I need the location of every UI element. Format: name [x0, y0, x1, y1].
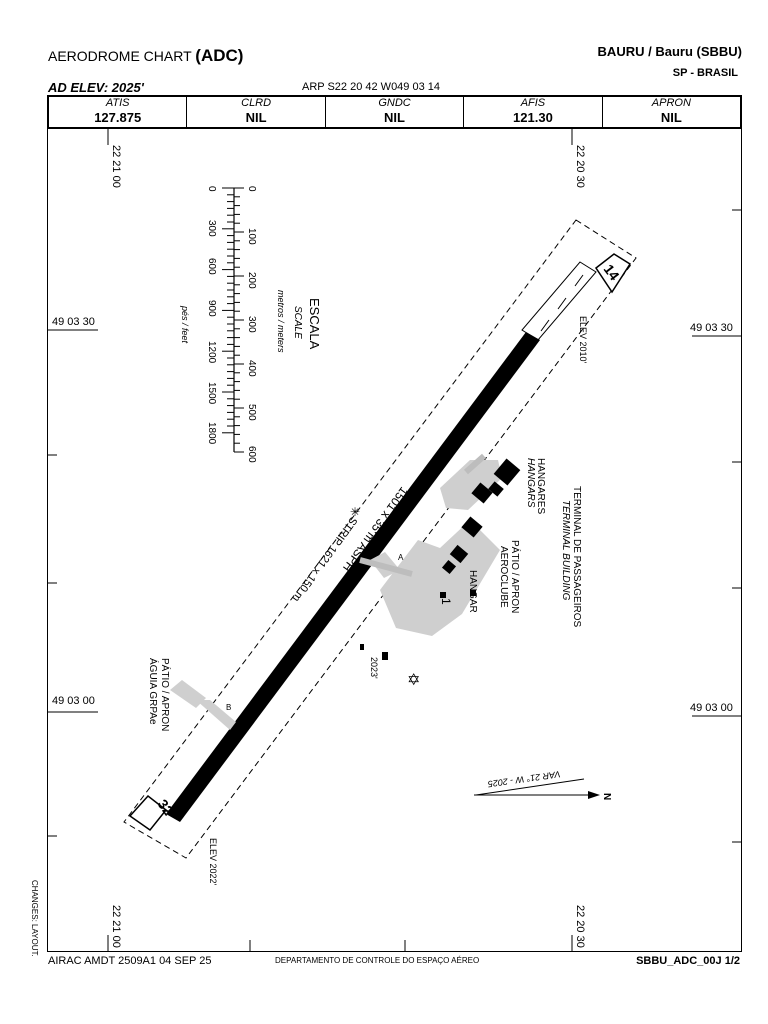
lat-top-left: 22 21 00 — [110, 145, 122, 188]
freq-value: NIL — [384, 110, 405, 125]
buildings — [360, 458, 521, 660]
department-label: DEPARTAMENTO DE CONTROLE DO ESPAÇO AÉREO — [275, 956, 480, 965]
freq-gndc: GNDC NIL — [326, 97, 465, 127]
north-arrow: VAR 21° W - 2025 N — [474, 769, 612, 800]
scale-m-tick: 200 — [246, 272, 257, 289]
scale-m-tick: 500 — [246, 404, 257, 421]
freq-value: 127.875 — [94, 110, 142, 125]
variation-label: VAR 21° W - 2025 — [486, 769, 561, 789]
scale-ft-tick: 900 — [206, 300, 217, 317]
freq-clrd: CLRD NIL — [187, 97, 326, 127]
hangars-label: HANGARS — [525, 458, 536, 508]
lat-bottom-right: 22 20 30 — [574, 905, 586, 948]
terminal-pt-label: TERMINAL DE PASSAGEIROS — [571, 486, 582, 627]
scale-ft-tick: 600 — [206, 258, 217, 275]
patio-aguia-label-1: PÁTIO / APRON — [159, 658, 172, 731]
runway-designator-14: 14 — [594, 253, 632, 294]
north-label: N — [601, 793, 612, 800]
freq-name: APRON — [651, 97, 691, 109]
freq-name: GNDC — [378, 97, 411, 109]
freq-value: NIL — [660, 110, 682, 125]
freq-afis: AFIS 121.30 — [464, 97, 603, 127]
scale-ft-tick: 1200 — [206, 341, 217, 364]
changes-note: CHANGES: LAYOUT. — [30, 880, 39, 957]
patio-aeroclube-label-2: AEROCLUBE — [498, 546, 509, 608]
freq-apron: APRON NIL — [603, 97, 740, 127]
lon-left-upper: 49 03 30 — [52, 316, 95, 328]
chart-title-code: (ADC) — [195, 46, 244, 65]
apron-aguia — [170, 680, 236, 730]
scale-m-tick: 300 — [246, 316, 257, 333]
runway-14-32 — [166, 332, 540, 822]
scale-m-tick: 400 — [246, 360, 257, 377]
patio-aeroclube-label-1: PÁTIO / APRON — [509, 540, 522, 613]
freq-value: NIL — [245, 110, 267, 125]
runway-designator-32: 32 — [128, 794, 177, 832]
terminal-en-label: TERMINAL BUILDING — [560, 500, 571, 601]
grid-ticks — [47, 128, 742, 952]
chart-title-prefix: AERODROME CHART — [48, 48, 192, 64]
frequency-table: ATIS 127.875 CLRD NIL GNDC NIL AFIS 121.… — [47, 95, 742, 129]
scale-ft-tick: 300 — [206, 220, 217, 237]
lat-top-right: 22 20 30 — [574, 145, 586, 188]
freq-name: CLRD — [241, 97, 272, 109]
arrow-markings — [540, 274, 584, 332]
chart-id: SBBU_ADC_00J 1/2 — [636, 955, 740, 967]
freq-atis: ATIS 127.875 — [49, 97, 188, 127]
lon-left-lower: 49 03 00 — [52, 695, 95, 707]
patio-aguia-label-2: ÁGUIA GRPAe — [147, 658, 160, 725]
freq-name: AFIS — [520, 97, 546, 109]
ad-elevation: AD ELEV: 2025' — [48, 80, 144, 95]
airac-amendment: AIRAC AMDT 2509A1 04 SEP 25 — [48, 955, 212, 967]
lat-bottom-left: 22 21 00 — [110, 905, 122, 948]
scale-bar: 0 100 200 300 400 500 600 0 300 600 900 … — [180, 186, 322, 463]
beacon-icon: ✡ — [373, 528, 386, 545]
runway-elev-ne: ELEV 2010' — [578, 316, 588, 364]
arp-coordinates: ARP S22 20 42 W049 03 14 — [302, 81, 441, 93]
state-label: SP - BRASIL — [672, 67, 738, 79]
scale-m-tick: 100 — [246, 228, 257, 245]
chart-title: AERODROME CHART (ADC) — [48, 46, 243, 66]
lon-right-upper: 49 03 30 — [690, 322, 733, 334]
scale-m-tick: 600 — [246, 446, 257, 463]
scale-title: ESCALA — [307, 298, 322, 350]
scale-meters-label: metros / meters — [276, 290, 286, 353]
apron-number: 1 — [439, 598, 453, 605]
freq-name: ATIS — [105, 97, 130, 109]
scale-ft-tick: 0 — [206, 186, 217, 192]
scale-ft-tick: 1500 — [206, 382, 217, 405]
map-frame — [47, 128, 742, 952]
scale-m-tick: 0 — [246, 186, 257, 192]
freq-value: 121.30 — [513, 110, 553, 125]
taxiway-a-label: A — [398, 553, 404, 562]
scale-feet-label: pés / feet — [180, 305, 190, 344]
lon-right-lower: 49 03 00 — [690, 702, 733, 714]
runway-strip — [123, 219, 637, 859]
taxiways — [359, 453, 486, 577]
windsock-icon: ✳ — [350, 505, 360, 519]
scale-subtitle: SCALE — [292, 306, 303, 339]
hangar-label: HANGAR — [467, 570, 478, 613]
scale-ft-tick: 1800 — [206, 422, 217, 445]
obstacle-elev: 2023' — [369, 657, 379, 679]
hangares-label: HANGARES — [535, 458, 546, 514]
runway-elev-sw: ELEV 2022' — [208, 838, 218, 886]
taxiway-b-label: B — [226, 703, 231, 712]
aerodrome-name: BAURU / Bauru (SBBU) — [597, 44, 742, 59]
aerodrome-beacon-icon: ✡ — [407, 672, 420, 689]
